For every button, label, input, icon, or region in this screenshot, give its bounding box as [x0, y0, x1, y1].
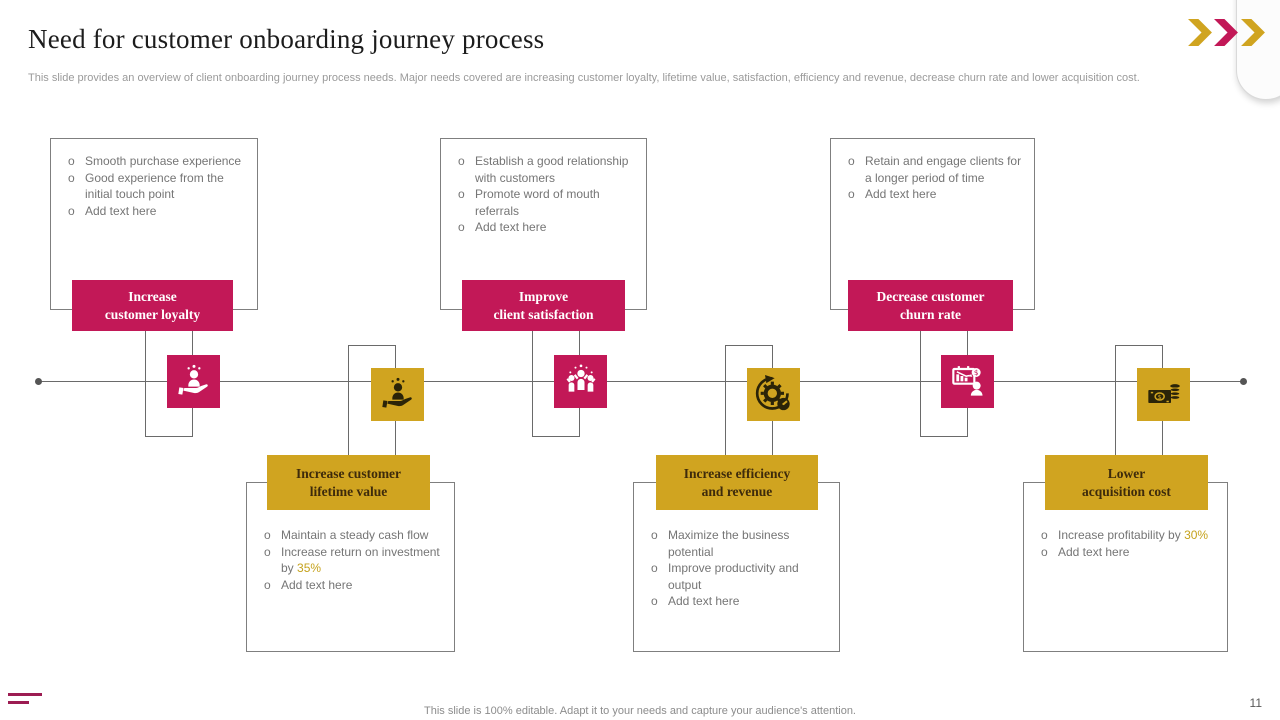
bullet-item: o Add text here [65, 203, 249, 220]
bullet-item: o Add text here [845, 186, 1026, 203]
celebrating-team-icon [554, 355, 607, 408]
timeline-end-dot [1240, 378, 1247, 385]
bullet-text: Smooth purchase experience [85, 154, 242, 168]
bullet-marker: o [264, 528, 271, 542]
timeline-line [38, 381, 1244, 382]
bullet-marker: o [848, 154, 855, 168]
bullet-text: Add text here [668, 594, 740, 608]
bullet-marker: o [458, 187, 465, 201]
bullet-item: o Improve productivity and output [648, 560, 831, 593]
declining-chart-presenter-icon: $ [941, 355, 994, 408]
bullet-item: o Add text here [455, 219, 638, 236]
bullet-text: Establish a good relationship with custo… [475, 154, 629, 185]
bullet-item: o Add text here [261, 577, 446, 594]
chevron-right-icon [1188, 19, 1213, 47]
bullet-marker: o [651, 528, 658, 542]
page-number: 11 [1249, 696, 1262, 710]
bullet-text: Retain and engage clients for a longer p… [865, 154, 1022, 185]
bullet-list: o Retain and engage clients for a longer … [831, 139, 1034, 203]
bullet-text: Good experience from the initial touch p… [85, 170, 224, 202]
bullet-marker: o [458, 220, 465, 234]
bullet-marker: o [68, 170, 75, 185]
bullet-item: o Maximize the business potential [648, 527, 831, 560]
corner-tab-decoration [1236, 0, 1280, 100]
svg-text:$: $ [1157, 393, 1161, 400]
bullet-item: o Maintain a steady cash flow [261, 527, 446, 544]
slide-subtitle: This slide provides an overview of clien… [28, 72, 1140, 84]
bullet-item: o Increase return on investment by 35% [261, 544, 446, 577]
chevron-right-icon [1214, 19, 1239, 47]
bullet-marker: o [458, 154, 465, 168]
page-title: Need for customer onboarding journey pro… [28, 24, 545, 54]
bullet-item: o Add text here [648, 593, 831, 610]
bullet-text: Maintain a steady cash flow [281, 528, 429, 542]
bullet-marker: o [264, 577, 271, 592]
bullet-text: Improve productivity and output [668, 561, 799, 592]
bullet-marker: o [264, 544, 271, 559]
bullet-marker: o [68, 154, 75, 168]
bullet-item: o Smooth purchase experience [65, 153, 249, 170]
bullet-text: Increase return on investment by 35% [281, 544, 440, 576]
bullet-text: Add text here [85, 203, 157, 218]
chevron-right-icon [1241, 19, 1266, 47]
bullet-text: Add text here [475, 220, 547, 234]
gear-optimization-icon [747, 368, 800, 421]
bullet-item: o Retain and engage clients for a longer … [845, 153, 1026, 186]
bullet-text: Add text here [281, 577, 353, 592]
bullet-marker: o [68, 203, 75, 218]
bullet-text: Add text here [1058, 544, 1130, 559]
hand-presenting-person-icon [167, 355, 220, 408]
timeline-start-dot [35, 378, 42, 385]
bullet-marker: o [1041, 528, 1048, 542]
bullet-marker: o [848, 187, 855, 201]
bullet-item: o Promote word of mouth referrals [455, 186, 638, 219]
bullet-item: o Good experience from the initial touch … [65, 170, 249, 203]
bullet-text: Maximize the business potential [668, 528, 790, 559]
bullet-item: o Establish a good relationship with cust… [455, 153, 638, 186]
footer-accent-line [8, 701, 29, 704]
bullet-marker: o [1041, 544, 1048, 559]
svg-text:$: $ [973, 368, 978, 377]
hand-holding-person-icon [371, 368, 424, 421]
cash-and-coins-icon: $ [1137, 368, 1190, 421]
bullet-text: Increase profitability by 30% [1058, 528, 1209, 542]
bullet-text: Promote word of mouth referrals [475, 187, 600, 218]
bullet-item: o Increase profitability by 30% [1038, 527, 1219, 544]
bullet-marker: o [651, 594, 658, 608]
bullet-text: Add text here [865, 187, 937, 201]
footer-accent-line [8, 693, 42, 696]
bullet-marker: o [651, 561, 658, 575]
bullet-list: o Establish a good relationship with cust… [441, 139, 646, 236]
footer-note: This slide is 100% editable. Adapt it to… [424, 705, 856, 717]
bullet-item: o Add text here [1038, 544, 1219, 561]
